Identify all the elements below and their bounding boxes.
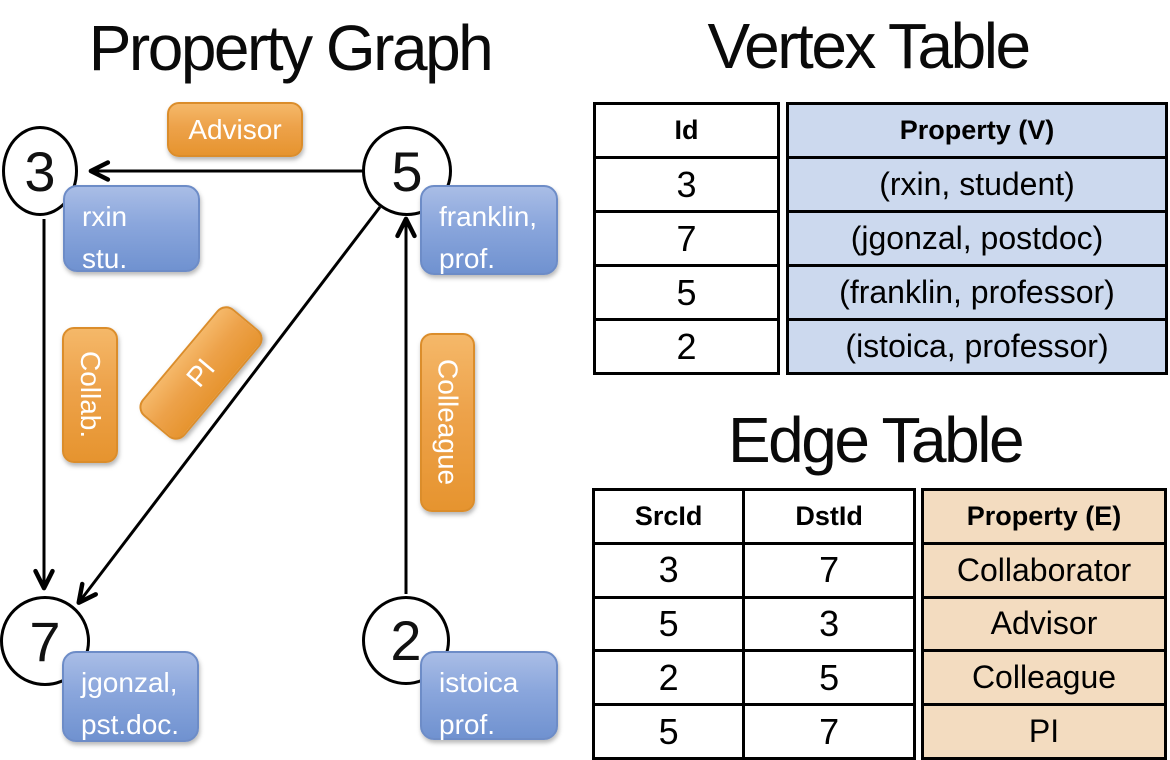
node-id-label: 7 — [29, 609, 61, 673]
edge-table-row: 2 5 — [595, 649, 913, 704]
edge-label-collab: Collab. — [62, 327, 118, 463]
vertex-property-box-jgonzal: jgonzal, pst.doc. — [62, 651, 199, 742]
edge-table-property-column: Property (E) Collaborator Advisor Collea… — [921, 488, 1167, 760]
vertex-property-line: rxin — [82, 201, 128, 232]
vertex-table-property-cell: (rxin, student) — [789, 156, 1165, 210]
edge-table-src-cell: 5 — [658, 710, 679, 752]
edge-table-header-row: SrcId DstId — [595, 491, 913, 542]
vertex-property-line: pst.doc. — [81, 709, 180, 740]
edge-table-row: 3 7 — [595, 541, 913, 596]
vertex-table-id-cell: 5 — [596, 264, 777, 318]
vertex-table-id-column: Id 3 7 5 2 — [593, 102, 780, 375]
graph-title: Property Graph — [88, 12, 494, 84]
vertex-table-property-cell: (istoica, professor) — [789, 318, 1165, 372]
vertex-table-property-header: Property (V) — [789, 105, 1165, 156]
edge-label-colleague: Colleague — [420, 333, 475, 512]
vertex-property-line: stu. — [82, 243, 128, 274]
vertex-property-line: istoica — [439, 667, 519, 698]
vertex-property-box-istoica: istoica prof. — [420, 651, 558, 740]
node-id-label: 2 — [390, 609, 422, 672]
edge-table-dst-cell: 7 — [742, 706, 913, 757]
edge-table-dst-header: DstId — [742, 491, 913, 542]
edge-label-advisor: Advisor — [167, 102, 303, 157]
vertex-table-property-cell: (franklin, professor) — [789, 264, 1165, 318]
vertex-table-id-cell: 2 — [596, 318, 777, 372]
edge-table-dst-cell: 3 — [742, 598, 913, 650]
vertex-property-line: prof. — [439, 709, 496, 740]
vertex-table-id-cell: 7 — [596, 210, 777, 264]
edge-table-row: 5 7 — [595, 703, 913, 757]
edge-table-row: 5 3 — [595, 595, 913, 650]
vertex-property-line: prof. — [439, 243, 496, 274]
edge-label-pi: PI — [134, 301, 268, 445]
vertex-property-line: jgonzal, — [81, 667, 178, 698]
edge-table-src-dst-block: SrcId DstId 3 7 5 3 2 5 5 7 — [592, 488, 916, 760]
vertex-table-id-cell: 3 — [596, 156, 777, 210]
edge-table-dst-cell: 5 — [742, 652, 913, 704]
vertex-table-property-column: Property (V) (rxin, student) (jgonzal, p… — [786, 102, 1168, 375]
edge-table-dst-cell: 7 — [742, 544, 913, 596]
edge-table-property-cell: Collaborator — [924, 541, 1164, 596]
edge-table-property-cell: PI — [924, 703, 1164, 757]
vertex-property-line: franklin, — [439, 201, 538, 232]
vertex-property-box-franklin: franklin, prof. — [420, 185, 558, 275]
node-id-label: 3 — [24, 139, 56, 203]
vertex-table-id-header: Id — [674, 115, 699, 145]
edge-table-property-cell: Advisor — [924, 595, 1164, 650]
edge-table-property-header: Property (E) — [924, 491, 1164, 542]
edge-table-src-cell: 3 — [658, 549, 679, 591]
node-id-label: 5 — [391, 139, 423, 203]
edge-table-src-cell: 2 — [658, 656, 679, 698]
edge-table-src-header: SrcId — [634, 500, 703, 531]
edge-table-src-cell: 5 — [658, 602, 679, 644]
vertex-table-title: Vertex Table — [707, 10, 1031, 82]
edge-table-title: Edge Table — [727, 404, 1025, 476]
edge-table-property-cell: Colleague — [924, 649, 1164, 704]
graph-node-3: 3 — [2, 126, 78, 216]
vertex-property-box-rxin: rxin stu. — [63, 185, 200, 274]
vertex-table-property-cell: (jgonzal, postdoc) — [789, 210, 1165, 264]
